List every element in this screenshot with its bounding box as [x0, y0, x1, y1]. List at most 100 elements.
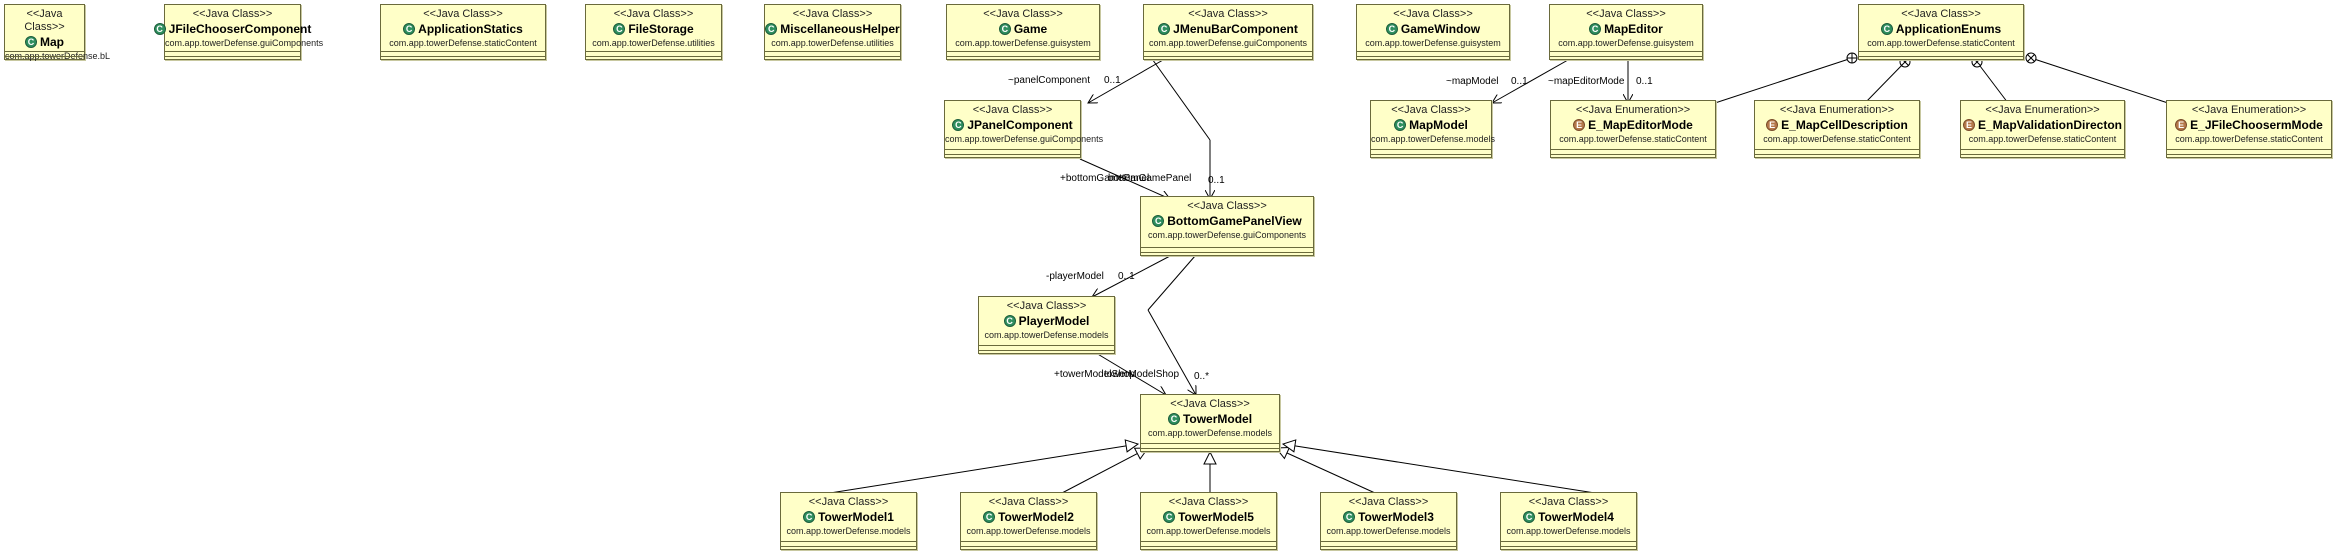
class-name-text: ApplicationEnums [1895, 22, 2002, 36]
package-label: com.app.towerDefense.models [984, 330, 1109, 340]
class-icon: C [952, 119, 965, 131]
package-label: com.app.towerDefense.guiComponents [1148, 38, 1308, 48]
compartment-divider [1550, 51, 1702, 52]
role-label-map-model: ~mapModel [1446, 76, 1499, 87]
stereotype-label: <<Java Class>> [808, 496, 889, 508]
multiplicity-label: 0..1 [1636, 76, 1653, 87]
nest-enums-chooser [2030, 57, 2169, 104]
nested-circle-icon [2025, 52, 2037, 64]
role-label-bottom-game-panel-overlap: bottomGamePanel [1108, 173, 1192, 184]
compartment-divider [1501, 546, 1636, 547]
class-name-text: E_MapCellDescription [1781, 118, 1908, 132]
assoc-jmenubar-jpanel [1088, 55, 1171, 103]
compartment-divider [1141, 252, 1313, 253]
nest-enums-editormode [1714, 57, 1853, 104]
multiplicity-label: 0..1 [1511, 76, 1528, 87]
compartment-divider [381, 51, 545, 52]
class-name-text: TowerModel1 [818, 510, 894, 524]
compartment-divider [1371, 149, 1491, 150]
compartment-divider [1141, 546, 1276, 547]
class-name-text: JPanelComponent [967, 118, 1073, 132]
class-icon: C [25, 36, 37, 48]
class-icon: C [1343, 511, 1356, 523]
package-label: com.app.towerDefense.staticContent [1559, 134, 1707, 144]
stereotype-label: <<Java Class>> [192, 8, 273, 20]
stereotype-label: <<Java Enumeration>> [1575, 104, 1691, 116]
package-label: com.app.towerDefense.staticContent [1968, 134, 2117, 144]
compartment-divider [1141, 443, 1279, 444]
role-label-map-editor-mode: ~mapEditorMode [1548, 76, 1625, 87]
compartment-divider [165, 51, 300, 52]
multiplicity-label: 0..1 [1104, 75, 1121, 86]
stereotype-label: <<Java Class>> [1170, 398, 1250, 410]
package-label: com.app.towerDefense.models [786, 526, 911, 536]
stereotype-label: <<Java Class>> [1188, 8, 1268, 20]
role-label-bottom-game-panel: +bottomGamePanel [1060, 173, 1150, 184]
enum-icon: E [1573, 119, 1586, 131]
stereotype-label: <<Java Class>> [972, 104, 1053, 116]
compartment-divider [765, 51, 900, 52]
assoc-bottom-player [1092, 255, 1171, 297]
class-name-text: E_MapValidationDirecton [1977, 118, 2123, 132]
class-name-text: MapEditor [1604, 22, 1663, 36]
compartment-divider [979, 345, 1114, 346]
class-name-text: MapModel [1409, 118, 1468, 132]
assoc-player-tower [1095, 352, 1166, 395]
compartment-divider [1371, 154, 1491, 155]
class-icon: C [403, 23, 416, 35]
compartment-divider [1141, 247, 1313, 248]
inherit-towermodel1 [829, 444, 1138, 494]
compartment-divider [2167, 149, 2331, 150]
class-icon: C [1523, 511, 1536, 523]
compartment-divider [961, 546, 1096, 547]
class-name-text: ApplicationStatics [418, 22, 523, 36]
package-label: com.app.towerDefense.models [1371, 134, 1496, 144]
stereotype-label: <<Java Class>> [988, 496, 1069, 508]
class-icon: C [613, 23, 626, 35]
package-label: com.app.towerDefense.guisystem [1558, 38, 1694, 48]
package-label: com.app.towerDefense.models [966, 526, 1091, 536]
package-label: com.app.towerDefense.guisystem [1365, 38, 1501, 48]
compartment-divider [947, 56, 1099, 57]
class-name-text: Map [40, 35, 64, 49]
assoc-bottom-tower-a [1147, 255, 1196, 311]
role-label-player-model: -playerModel [1046, 271, 1104, 282]
compartment-divider [1144, 51, 1312, 52]
compartment-divider [1755, 149, 1919, 150]
assoc-mapeditor-mapmodel [1492, 55, 1576, 103]
